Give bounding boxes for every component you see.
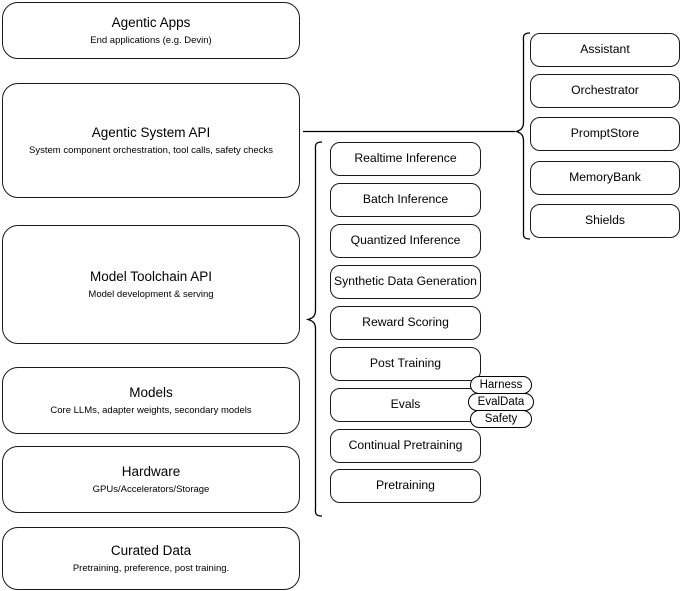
right-brace-system-items	[514, 32, 531, 240]
layer-title: Models	[129, 384, 173, 400]
badge-label: Harness	[479, 379, 523, 391]
toolchain-item-quantized-inference[interactable]: Quantized Inference	[330, 224, 481, 258]
badge-label: Safety	[484, 413, 518, 425]
toolchain-item-post-training[interactable]: Post Training	[330, 347, 481, 381]
toolchain-item-continual-pretraining[interactable]: Continual Pretraining	[330, 429, 481, 463]
toolchain-item-pretraining[interactable]: Pretraining	[330, 469, 481, 503]
layer-subtitle: Model development & serving	[88, 288, 214, 300]
item-label: PromptStore	[570, 126, 640, 141]
layer-subtitle: End applications (e.g. Devin)	[90, 34, 212, 46]
system-item-shields[interactable]: Shields	[530, 204, 680, 238]
layer-agentic-system-api[interactable]: Agentic System API System component orch…	[2, 83, 300, 198]
left-brace-toolchain-items	[305, 141, 323, 517]
evals-badge-harness[interactable]: Harness	[470, 376, 532, 394]
layer-subtitle: Core LLMs, adapter weights, secondary mo…	[50, 404, 252, 416]
layer-title: Agentic Apps	[111, 14, 191, 30]
toolchain-item-realtime-inference[interactable]: Realtime Inference	[330, 142, 481, 176]
layer-title: Model Toolchain API	[89, 268, 213, 284]
item-label: Continual Pretraining	[348, 438, 463, 453]
item-label: Post Training	[369, 356, 442, 371]
item-label: Synthetic Data Generation	[334, 274, 477, 289]
item-label: Reward Scoring	[362, 315, 449, 330]
toolchain-item-batch-inference[interactable]: Batch Inference	[330, 183, 481, 217]
layer-agentic-apps[interactable]: Agentic Apps End applications (e.g. Devi…	[2, 2, 300, 59]
toolchain-item-reward-scoring[interactable]: Reward Scoring	[330, 306, 481, 340]
evals-badge-evaldata[interactable]: EvalData	[468, 393, 534, 411]
toolchain-item-synthetic-data-generation[interactable]: Synthetic Data Generation	[330, 265, 481, 299]
layer-subtitle: System component orchestration, tool cal…	[29, 144, 273, 156]
layer-subtitle: Pretraining, preference, post training.	[72, 562, 230, 574]
item-label: Pretraining	[376, 478, 435, 493]
item-label: Assistant	[580, 42, 630, 57]
layer-model-toolchain-api[interactable]: Model Toolchain API Model development & …	[2, 225, 300, 344]
system-item-memorybank[interactable]: MemoryBank	[530, 161, 680, 195]
item-label: Shields	[585, 213, 625, 228]
layer-title: Hardware	[121, 463, 181, 479]
badge-label: EvalData	[477, 396, 525, 408]
layer-subtitle: GPUs/Accelerators/Storage	[92, 483, 210, 495]
layer-curated-data[interactable]: Curated Data Pretraining, preference, po…	[2, 527, 300, 590]
item-label: Realtime Inference	[354, 151, 457, 166]
layer-title: Curated Data	[110, 542, 192, 558]
item-label: Quantized Inference	[350, 233, 461, 248]
item-label: Evals	[390, 397, 421, 412]
item-label: Batch Inference	[362, 192, 449, 207]
evals-badge-safety[interactable]: Safety	[470, 410, 532, 428]
layer-hardware[interactable]: Hardware GPUs/Accelerators/Storage	[2, 446, 300, 513]
system-item-promptstore[interactable]: PromptStore	[530, 117, 680, 151]
toolchain-item-evals[interactable]: Evals	[330, 388, 481, 422]
item-label: Orchestrator	[571, 83, 639, 98]
system-item-assistant[interactable]: Assistant	[530, 33, 680, 67]
item-label: MemoryBank	[569, 170, 641, 185]
layer-title: Agentic System API	[91, 124, 211, 140]
system-item-orchestrator[interactable]: Orchestrator	[530, 74, 680, 108]
layer-models[interactable]: Models Core LLMs, adapter weights, secon…	[2, 367, 300, 434]
